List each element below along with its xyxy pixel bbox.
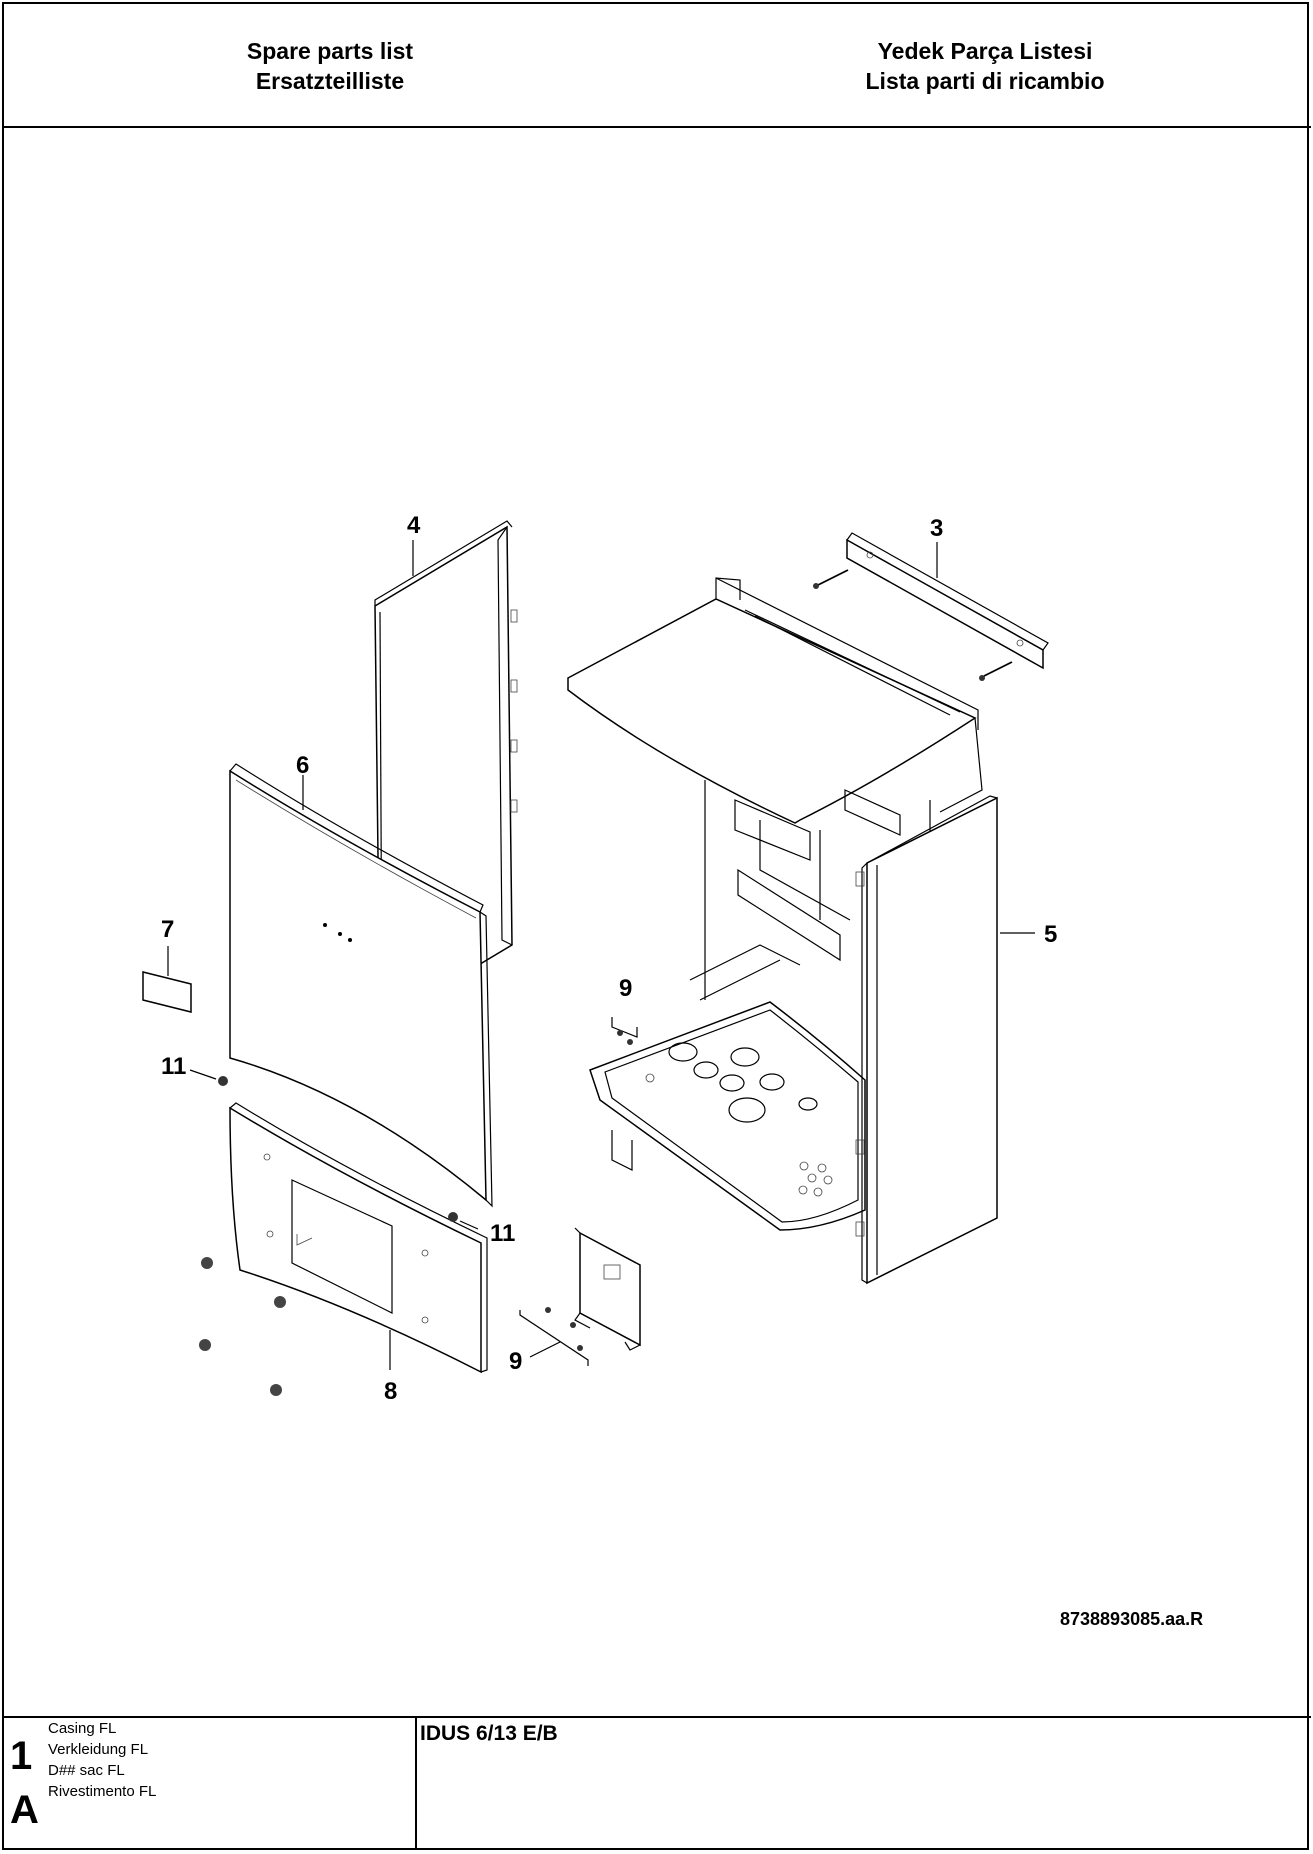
header-right-line-2: Lista parti di ricambio: [865, 68, 1105, 94]
callout-8: 8: [384, 1378, 397, 1405]
page-number: 1: [10, 1734, 33, 1778]
part-6-front-upper-panel: [229, 763, 493, 1208]
callout-9-lower: 9: [509, 1348, 522, 1375]
caption-line-3: D## sac FL: [48, 1762, 125, 1779]
model-name: IDUS 6/13 E/B: [420, 1722, 558, 1745]
callout-11-right: 11: [490, 1220, 515, 1247]
header-left-line-1: Spare parts list: [246, 38, 414, 64]
footer-divider: [2, 1716, 1311, 1718]
part-3-mounting-bar: [813, 532, 1049, 681]
callout-4: 4: [407, 512, 421, 539]
part-9-fittings: [519, 1017, 641, 1366]
caption-line-2: Verkleidung FL: [48, 1741, 149, 1758]
callout-6: 6: [296, 752, 309, 779]
callout-5: 5: [1044, 921, 1057, 948]
callout-11-left: 11: [161, 1053, 186, 1080]
chassis-frame: [567, 577, 983, 1231]
callout-7: 7: [161, 916, 174, 943]
footer-column-divider: [415, 1716, 417, 1850]
document-number: 8738893085.aa.R: [1060, 1609, 1204, 1629]
caption-line-1: Casing FL: [48, 1720, 117, 1737]
part-7-label: [142, 946, 192, 1013]
callout-9-upper: 9: [619, 975, 632, 1002]
part-11-screws: [189, 1069, 479, 1396]
header-left: Spare parts list Ersatzteilliste: [80, 36, 580, 96]
header-left-line-2: Ersatzteilliste: [255, 68, 405, 94]
caption-line-4: Rivestimento FL: [48, 1783, 157, 1800]
part-8-front-lower-panel: [229, 1102, 488, 1374]
page-letter: A: [10, 1788, 39, 1832]
part-5-side-panel: [855, 795, 1035, 1285]
header-right: Yedek Parça Listesi Lista parti di ricam…: [735, 36, 1235, 96]
callout-3: 3: [930, 515, 943, 542]
header-right-line-1: Yedek Parça Listesi: [877, 38, 1093, 64]
header-divider: [2, 126, 1311, 128]
footer-caption: Casing FL Verkleidung FL D## sac FL Rive…: [48, 1718, 156, 1802]
